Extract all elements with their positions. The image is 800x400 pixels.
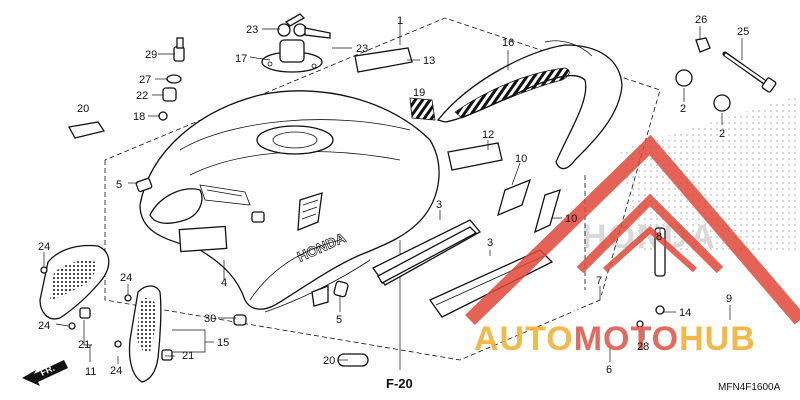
hardware-left	[67, 37, 265, 223]
svg-text:AUTOMOTOHUB: AUTOMOTOHUB	[474, 320, 756, 358]
watermark-text-hub: HUB	[679, 320, 756, 358]
watermark-text-moto: MOTO	[574, 320, 679, 358]
callout-10: 10	[565, 213, 577, 225]
callout-10: 10	[515, 153, 527, 165]
fuel-cap-assembly	[261, 13, 331, 73]
callout-18: 18	[133, 111, 145, 123]
callout-7: 7	[596, 275, 602, 287]
callout-3: 3	[487, 237, 493, 249]
callout-26: 26	[695, 14, 707, 26]
watermark-triangle-icon	[465, 134, 800, 326]
callout-5: 5	[336, 314, 342, 326]
callout-30: 30	[204, 313, 216, 325]
grommets	[233, 280, 369, 367]
callout-5: 5	[116, 179, 122, 191]
rear-cowl	[436, 40, 623, 170]
callout-16: 16	[502, 37, 514, 49]
callout-24: 24	[38, 320, 50, 332]
callout-9: 9	[726, 293, 732, 305]
callout-6: 6	[606, 364, 612, 376]
callout-2: 2	[719, 128, 725, 140]
callout-labels: 1 2 2 3 3 4 5 5 6 7 8 9 10 10 11 12 13 1…	[38, 14, 749, 378]
watermark: AUTOMOTOHUB	[465, 134, 800, 358]
callout-24: 24	[110, 365, 122, 377]
callout-19: 19	[413, 87, 425, 99]
callout-29: 29	[145, 49, 157, 61]
callout-20: 20	[323, 355, 335, 367]
callout-13: 13	[423, 55, 435, 67]
callout-15: 15	[217, 337, 229, 349]
side-covers	[39, 244, 173, 383]
callout-23: 23	[356, 43, 368, 55]
callout-1: 1	[397, 15, 403, 27]
callout-24: 24	[38, 241, 50, 253]
callout-3: 3	[436, 199, 442, 211]
callout-23: 23	[246, 24, 258, 36]
callout-27: 27	[139, 74, 151, 86]
diagram-code: MFN4F1600A	[718, 382, 781, 393]
callout-21: 21	[78, 339, 90, 351]
watermark-text-auto: AUTO	[474, 320, 574, 358]
callout-8: 8	[656, 231, 662, 243]
callout-2: 2	[680, 103, 686, 115]
callout-25: 25	[737, 26, 749, 38]
callout-11: 11	[85, 366, 96, 378]
callout-28: 28	[637, 341, 649, 353]
callout-17: 17	[235, 53, 247, 65]
leader-lines	[43, 26, 743, 364]
callout-14: 14	[679, 307, 691, 319]
callout-24: 24	[120, 272, 132, 284]
callout-4: 4	[221, 277, 227, 289]
callout-20: 20	[77, 103, 89, 115]
page-reference: F-20	[386, 376, 413, 391]
callout-21: 21	[182, 350, 194, 362]
hardware-right	[675, 37, 777, 112]
fuel-tank: HONDA	[139, 90, 440, 313]
callout-22: 22	[136, 90, 148, 102]
callout-12: 12	[482, 129, 494, 141]
front-arrow-icon: FR.	[22, 360, 68, 386]
